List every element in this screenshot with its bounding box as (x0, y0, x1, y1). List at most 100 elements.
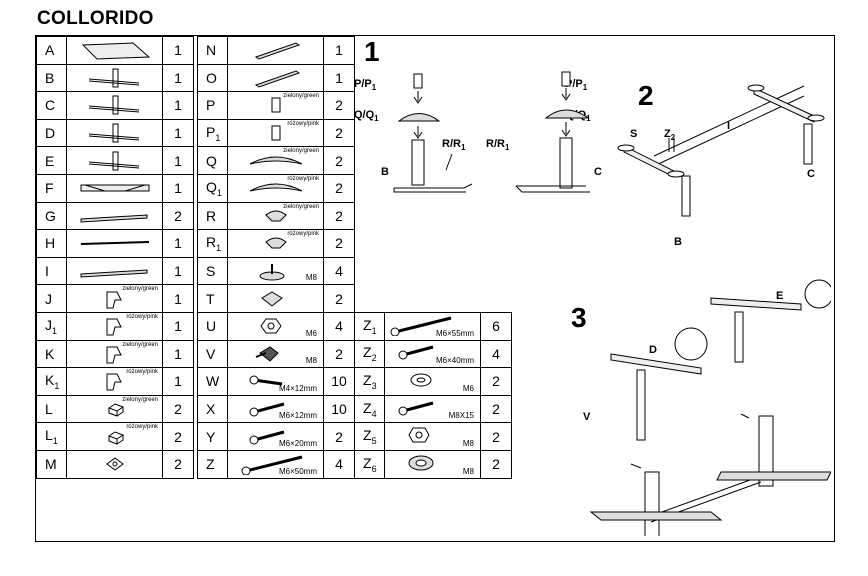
part-image: M8 (384, 422, 481, 451)
part-label: J (36, 284, 67, 313)
part-image (66, 229, 163, 258)
part-label: R1 (197, 229, 228, 258)
part-qty: 2 (162, 394, 194, 424)
part-image (66, 449, 163, 479)
part-label: Q (197, 146, 228, 175)
part-image (66, 118, 163, 148)
leg-b-drawing (393, 73, 473, 193)
step-3-number: 3 (571, 302, 587, 333)
part-qty: 2 (323, 422, 355, 451)
part-image: M6×40mm (384, 339, 481, 369)
part-image: zielony/green (227, 201, 324, 231)
part-label: P (197, 91, 228, 120)
part-image: M8 (384, 449, 481, 479)
step-3-label-e: E (776, 290, 784, 302)
part-qty: 1 (162, 146, 194, 175)
part-label: P1 (197, 118, 228, 148)
part-color-tag: zielony/green (283, 148, 319, 155)
step-1-diagram: 1 P/P1 Q/Q1 R/R1 B (354, 36, 514, 236)
part-qty: 1 (162, 284, 194, 313)
part-size: M8 (462, 438, 474, 448)
part-image: różowy/pink (66, 367, 163, 396)
part-color-tag: różowy/pink (126, 369, 158, 376)
part-color-tag: zielony/green (122, 396, 158, 403)
part-image: M6×55mm (384, 311, 481, 341)
part-label: F (36, 173, 67, 203)
step-1b-label-rr1: R/R1 (486, 138, 510, 153)
part-label: W (197, 367, 228, 396)
leg-c-drawing (515, 71, 590, 193)
part-qty: 4 (323, 256, 355, 286)
part-color-tag: zielony/green (122, 341, 158, 348)
frame-assembly-drawing (617, 84, 825, 217)
part-color-tag: różowy/pink (287, 231, 319, 238)
part-label: K (36, 339, 67, 369)
step-3-diagram: 3 D E V (571, 276, 831, 536)
part-label: E (36, 146, 67, 175)
part-label: D (36, 118, 67, 148)
step-2-label-b: B (674, 236, 682, 248)
part-image: M8 (227, 256, 324, 286)
part-qty: 10 (323, 367, 355, 396)
part-qty: 1 (162, 63, 194, 93)
part-label: Z5 (354, 422, 385, 451)
part-image: zielony/green (66, 339, 163, 369)
step-1-label-rr1: R/R1 (442, 138, 466, 153)
part-label: U (197, 311, 228, 341)
part-size: M6×55mm (435, 328, 474, 338)
part-label: Z (197, 449, 228, 479)
part-qty: 2 (480, 367, 512, 396)
final-assembly-drawing (589, 279, 831, 536)
part-image (66, 256, 163, 286)
part-image (66, 36, 163, 65)
part-qty: 2 (480, 449, 512, 479)
document-title: COLLORIDO (37, 8, 154, 29)
part-qty: 6 (480, 311, 512, 341)
part-image (66, 201, 163, 231)
part-qty: 2 (162, 449, 194, 479)
part-size: M4×12mm (278, 383, 317, 393)
part-label: N (197, 36, 228, 65)
part-image (66, 146, 163, 175)
part-image: zielony/green (227, 91, 324, 120)
part-label: R (197, 201, 228, 231)
part-qty: 2 (162, 422, 194, 451)
part-size: M8X15 (448, 411, 474, 421)
step-2-label-c: C (807, 168, 815, 180)
part-label: T (197, 284, 228, 313)
part-size: M6×40mm (435, 356, 474, 366)
part-image (66, 173, 163, 203)
part-label: V (197, 339, 228, 369)
part-color-tag: różowy/pink (126, 424, 158, 431)
part-image: M6×12mm (227, 394, 324, 424)
part-image: różowy/pink (227, 229, 324, 258)
part-label: A (36, 36, 67, 65)
step-2-label-z2: Z2 (664, 128, 676, 143)
step-1b-label-c: C (594, 166, 602, 178)
part-size: M8 (305, 273, 317, 283)
part-image (227, 284, 324, 313)
part-color-tag: zielony/green (283, 203, 319, 210)
part-label: B (36, 63, 67, 93)
part-size: M6×50mm (278, 466, 317, 476)
part-qty: 1 (162, 311, 194, 341)
part-image: zielony/green (227, 146, 324, 175)
part-qty: 2 (480, 422, 512, 451)
part-label: Z6 (354, 449, 385, 479)
part-qty: 2 (323, 118, 355, 148)
step-2-diagram: 2 S Z2 I C B (614, 66, 834, 266)
part-image: M6 (384, 367, 481, 396)
part-qty: 1 (162, 367, 194, 396)
part-label: M (36, 449, 67, 479)
part-color-tag: różowy/pink (126, 313, 158, 320)
part-label: Z1 (354, 311, 385, 341)
part-label: Y (197, 422, 228, 451)
part-image: M4×12mm (227, 367, 324, 396)
